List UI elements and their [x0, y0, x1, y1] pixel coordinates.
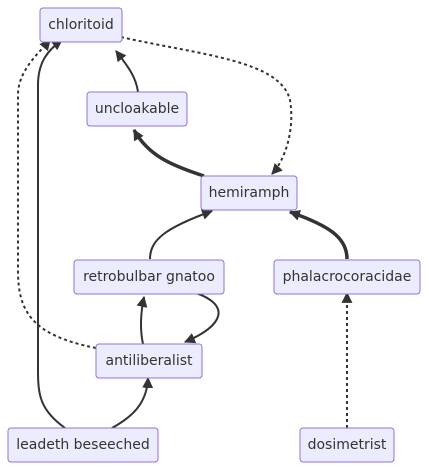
node-label: dosimetrist	[308, 437, 387, 453]
node-dosimetrist[interactable]: dosimetrist	[299, 427, 395, 463]
node-retrobulbar-gnatoo[interactable]: retrobulbar gnatoo	[73, 259, 225, 295]
node-label: antiliberalist	[105, 353, 193, 369]
edge-retrobulbar-to-antiliberalist	[183, 292, 220, 344]
node-label: uncloakable	[95, 101, 179, 117]
node-label: phalacrocoracidae	[283, 269, 412, 285]
edge-antiliberalist-to-retrobulbar	[136, 295, 148, 345]
node-label: leadeth beseeched	[16, 437, 150, 453]
edge-uncloakable-to-chloritoid	[115, 50, 139, 93]
nodes: chloritoid uncloakable hemiramph retrobu…	[7, 7, 421, 463]
node-uncloakable[interactable]: uncloakable	[86, 91, 188, 127]
node-hemiramph[interactable]: hemiramph	[200, 175, 298, 211]
node-label: chloritoid	[48, 17, 114, 33]
edges	[17, 36, 353, 429]
edge-chloritoid-to-hemiramph	[120, 36, 293, 175]
edge-hemiramph-to-uncloakable	[132, 129, 205, 178]
node-chloritoid[interactable]: chloritoid	[39, 7, 123, 43]
edge-antiliberalist-to-chloritoid	[17, 39, 97, 349]
edge-leadeth-to-antiliberalist	[111, 376, 154, 429]
node-phalacrocoracidae[interactable]: phalacrocoracidae	[273, 259, 421, 295]
node-label: retrobulbar gnatoo	[83, 269, 215, 285]
node-antiliberalist[interactable]: antiliberalist	[95, 343, 203, 379]
edge-phalacrocoracidae-to-hemiramph	[288, 210, 349, 260]
edge-leadeth-to-chloritoid	[37, 39, 66, 429]
node-label: hemiramph	[209, 185, 290, 201]
edge-retrobulbar-to-hemiramph	[149, 209, 214, 260]
node-leadeth-beseeched[interactable]: leadeth beseeched	[7, 427, 159, 463]
